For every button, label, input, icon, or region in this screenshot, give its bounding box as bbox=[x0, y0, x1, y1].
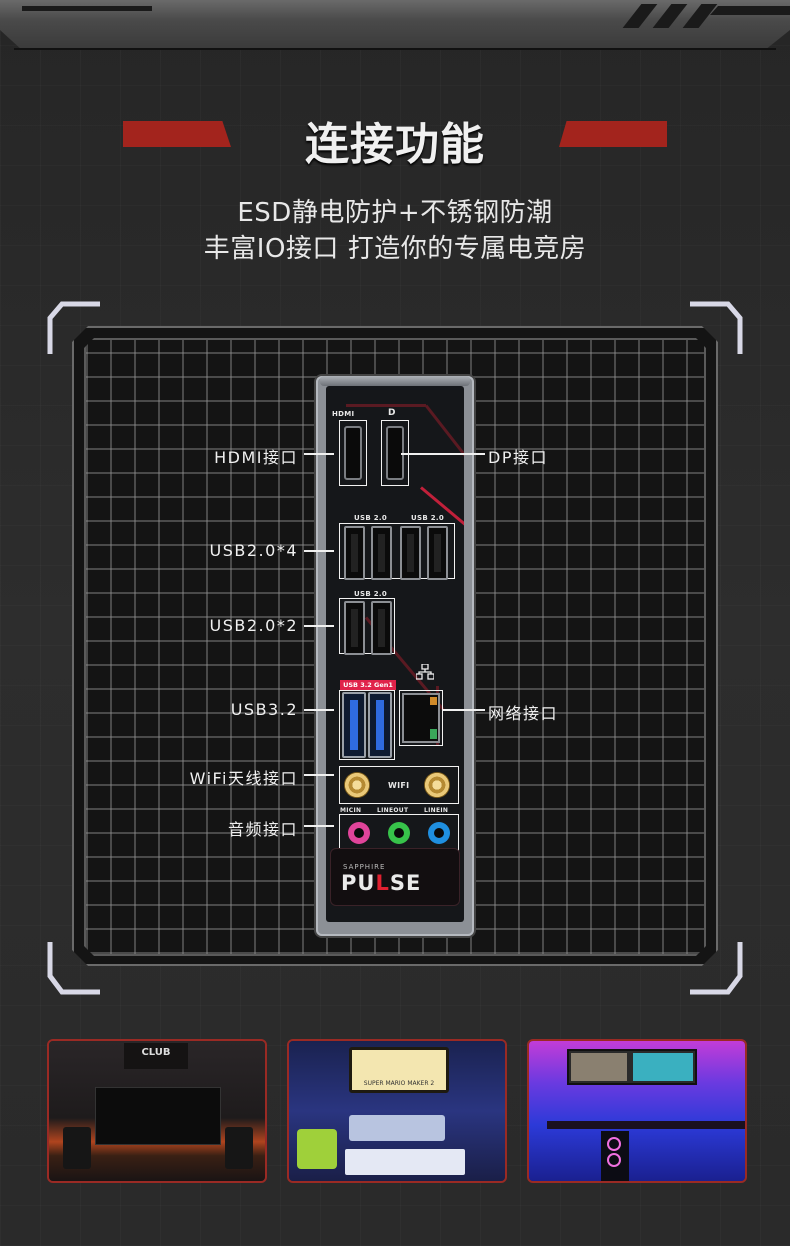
hdmi-port-outline bbox=[339, 420, 367, 486]
wifi-antenna-connector bbox=[344, 772, 370, 798]
photo-gaming-room-retro: SUPER MARIO MAKER 2 bbox=[287, 1039, 507, 1183]
callout-wifi: WiFi天线接口 bbox=[189, 769, 298, 788]
fan bbox=[607, 1153, 621, 1167]
lan-led-activity bbox=[430, 697, 437, 705]
brand-pulse-mark: L bbox=[375, 871, 390, 895]
hdmi-port-label: HDMI bbox=[332, 410, 355, 418]
line-in-label: LINEIN bbox=[424, 807, 449, 814]
pcb-trace bbox=[346, 404, 426, 407]
usb2-port bbox=[371, 526, 392, 580]
dp-port-label: D bbox=[388, 408, 396, 418]
usb32-tag: USB 3.2 Gen1 bbox=[340, 680, 396, 690]
usb2-port bbox=[344, 526, 365, 580]
bar-edge bbox=[14, 48, 776, 50]
corner-bracket-bottom-right bbox=[690, 940, 744, 996]
screen: SUPER MARIO MAKER 2 bbox=[349, 1047, 449, 1093]
callout-hdmi: HDMI接口 bbox=[214, 448, 298, 467]
usb2-label-a: USB 2.0 bbox=[354, 514, 387, 522]
callout-usb32: USB3.2 bbox=[230, 700, 298, 719]
keyboard bbox=[345, 1149, 465, 1175]
fan bbox=[607, 1137, 621, 1151]
wifi-outline bbox=[339, 766, 459, 804]
callout-line-hdmi bbox=[304, 453, 334, 455]
callout-usb2x2: USB2.0*2 bbox=[209, 616, 298, 635]
bar-groove bbox=[22, 6, 152, 11]
monitor bbox=[95, 1087, 221, 1145]
usb2-port bbox=[344, 601, 365, 655]
subtitle-line-1: ESD静电防护+不锈钢防潮 bbox=[237, 198, 553, 228]
usb2-label-c: USB 2.0 bbox=[354, 590, 387, 598]
monitor-screen-right bbox=[633, 1053, 693, 1081]
hdmi-port bbox=[344, 426, 362, 480]
top-decorative-bar bbox=[0, 0, 790, 50]
title-row: 连接功能 bbox=[0, 104, 790, 170]
usb32-outline bbox=[339, 690, 395, 760]
lan-outline bbox=[399, 690, 443, 746]
io-shield: HDMI D USB 2.0 USB 2.0 USB 2.0 USB 3.2 G… bbox=[316, 376, 474, 936]
callout-usb2x4: USB2.0*4 bbox=[209, 541, 298, 560]
mic-in-jack bbox=[348, 822, 370, 844]
brand-small-text: SAPPHIRE bbox=[343, 863, 386, 871]
callout-line-dp bbox=[401, 453, 485, 455]
usb32-port bbox=[368, 692, 392, 758]
bar-stripe bbox=[682, 4, 718, 28]
page-title: 连接功能 bbox=[305, 119, 485, 170]
wifi-label: WIFI bbox=[388, 781, 410, 790]
photo-gaming-room-club: CLUB bbox=[47, 1039, 267, 1183]
callout-line-usb32 bbox=[304, 709, 334, 711]
usb32-port bbox=[342, 692, 366, 758]
bar-stripe bbox=[622, 4, 658, 28]
callout-line-lan bbox=[443, 709, 485, 711]
callout-line-usb2x4 bbox=[304, 550, 334, 552]
corner-bracket-top-right bbox=[690, 300, 744, 356]
title-accent-right bbox=[559, 121, 667, 147]
wifi-antenna-connector bbox=[424, 772, 450, 798]
network-icon bbox=[415, 663, 435, 680]
callout-dp: DP接口 bbox=[488, 448, 548, 467]
usb2-label-b: USB 2.0 bbox=[411, 514, 444, 522]
club-sign: CLUB bbox=[124, 1043, 188, 1069]
brand-logo-box: SAPPHIRE PULSE bbox=[330, 848, 460, 906]
console bbox=[349, 1115, 445, 1141]
io-plate: HDMI D USB 2.0 USB 2.0 USB 2.0 USB 3.2 G… bbox=[326, 386, 464, 922]
callout-audio: 音频接口 bbox=[227, 820, 298, 839]
line-out-label: LINEOUT bbox=[377, 807, 409, 814]
subtitle-line-2: 丰富IO接口 打造你的专属电竞房 bbox=[203, 234, 587, 264]
desk bbox=[547, 1121, 745, 1129]
dual-monitors bbox=[567, 1049, 697, 1085]
photo-gaming-room-neon bbox=[527, 1039, 747, 1183]
brand-suffix: SE bbox=[389, 871, 422, 895]
usb2x4-outline bbox=[339, 523, 455, 579]
usb2-port bbox=[371, 601, 392, 655]
corner-bracket-top-left bbox=[46, 300, 100, 356]
bar-groove-right bbox=[710, 6, 790, 15]
usb2-port bbox=[427, 526, 448, 580]
line-in-jack bbox=[428, 822, 450, 844]
figure-decor bbox=[297, 1129, 337, 1169]
pc-tower bbox=[601, 1131, 629, 1181]
mic-in-label: MICIN bbox=[340, 807, 362, 814]
line-out-jack bbox=[388, 822, 410, 844]
speaker-left bbox=[63, 1127, 91, 1169]
speaker-right bbox=[225, 1127, 253, 1169]
callout-line-audio bbox=[304, 825, 334, 827]
lan-led-link bbox=[430, 729, 437, 739]
callout-network: 网络接口 bbox=[488, 704, 559, 723]
usb2x2-outline bbox=[339, 598, 395, 654]
callout-line-wifi bbox=[304, 774, 334, 776]
callout-line-usb2x2 bbox=[304, 625, 334, 627]
brand-logo: PULSE bbox=[341, 871, 421, 895]
title-accent-left bbox=[123, 121, 231, 147]
monitor-screen-left bbox=[571, 1053, 627, 1081]
corner-bracket-bottom-left bbox=[46, 940, 100, 996]
ethernet-port bbox=[402, 693, 440, 743]
usb2-port bbox=[400, 526, 421, 580]
bar-stripe bbox=[652, 4, 688, 28]
brand-prefix: PU bbox=[341, 871, 376, 895]
